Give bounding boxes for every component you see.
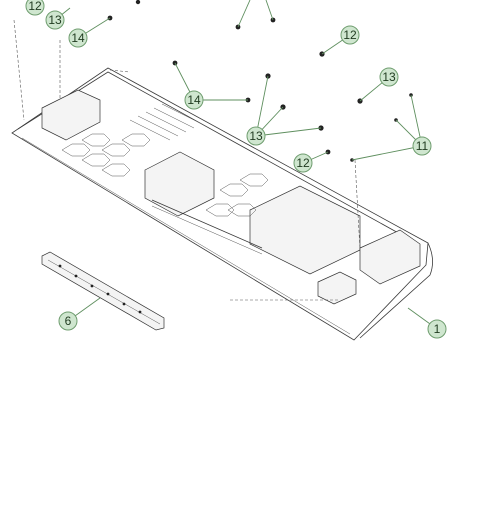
leader-lines bbox=[54, 0, 438, 330]
callout-13-top-left: 13 bbox=[45, 10, 65, 30]
svg-text:6: 6 bbox=[65, 314, 72, 328]
callout-14-top-left: 14 bbox=[68, 28, 88, 48]
callout-1: 1 bbox=[427, 319, 447, 339]
base-assembly bbox=[11, 19, 433, 341]
svg-text:12: 12 bbox=[343, 28, 357, 42]
svg-text:11: 11 bbox=[416, 139, 429, 153]
svg-text:14: 14 bbox=[71, 31, 85, 45]
svg-text:14: 14 bbox=[187, 93, 201, 107]
svg-text:12: 12 bbox=[296, 156, 310, 170]
svg-text:1: 1 bbox=[434, 322, 441, 336]
callout-12-middle: 12 bbox=[293, 153, 313, 173]
svg-text:12: 12 bbox=[28, 0, 42, 13]
svg-text:13: 13 bbox=[249, 129, 263, 143]
bracket-part bbox=[41, 251, 165, 331]
callout-12-top-right: 12 bbox=[340, 25, 360, 45]
svg-text:13: 13 bbox=[382, 70, 396, 84]
svg-text:13: 13 bbox=[48, 13, 62, 27]
callout-11: 11 bbox=[412, 136, 432, 156]
callout-6: 6 bbox=[58, 311, 78, 331]
callout-14-middle: 14 bbox=[184, 90, 204, 110]
callout-13-right: 13 bbox=[379, 67, 399, 87]
callout-12-top-left: 12 bbox=[25, 0, 45, 16]
callout-13-middle: 13 bbox=[246, 126, 266, 146]
